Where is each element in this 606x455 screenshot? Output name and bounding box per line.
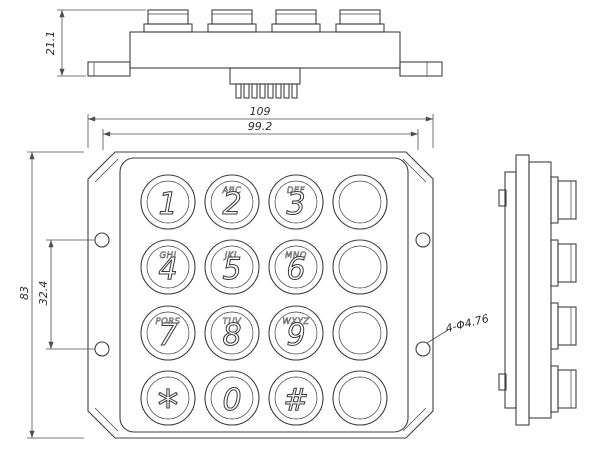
- side-bracket: [504, 171, 517, 409]
- svg-text:PQRS: PQRS: [155, 317, 180, 327]
- key-5: JKL 5: [204, 239, 260, 295]
- mounting-hole: [415, 232, 431, 248]
- key-3: DEF 3: [268, 174, 324, 230]
- svg-text:5: 5: [222, 252, 241, 287]
- top-view-body: [129, 31, 401, 69]
- side-view: [498, 154, 577, 426]
- outer-plate: [87, 151, 434, 439]
- key-blank: [332, 239, 388, 295]
- svg-text:6: 6: [286, 252, 305, 287]
- side-bracket-tab: [498, 189, 507, 207]
- key-hash: #: [268, 370, 324, 426]
- side-view-button: [550, 302, 577, 350]
- side-view-button: [550, 365, 577, 413]
- chamfer-line: [402, 407, 427, 432]
- top-view-button: [143, 9, 193, 33]
- dimension-hole-spacing: 32.4: [37, 239, 95, 350]
- connector-pin: [267, 83, 274, 99]
- svg-text:8: 8: [222, 318, 241, 353]
- svg-text:MNO: MNO: [285, 251, 307, 261]
- key-7: PQRS 7: [140, 305, 196, 361]
- dim-label-overall-width: 109: [250, 105, 271, 118]
- connector-pin: [283, 83, 290, 99]
- svg-text:DEF: DEF: [287, 186, 305, 196]
- mounting-hole: [94, 341, 110, 357]
- dim-label-inner-width: 99.2: [248, 120, 273, 133]
- top-view-button: [271, 9, 321, 33]
- dimension-overall-height: 83: [18, 151, 84, 439]
- connector: [229, 67, 301, 99]
- connector-pin: [251, 83, 258, 99]
- key-blank: [332, 305, 388, 361]
- svg-text:3: 3: [286, 187, 305, 222]
- svg-text:4: 4: [158, 252, 177, 287]
- front-view: 1 ABC 2 DEF 3 GHI 4 JKL 5 MNO 6: [87, 151, 434, 439]
- key-8: TUV 8: [204, 305, 260, 361]
- mounting-ear-right: [399, 61, 443, 77]
- side-plate: [515, 154, 530, 426]
- key-6: MNO 6: [268, 239, 324, 295]
- mounting-ear-left: [87, 61, 131, 77]
- svg-text:WXYZ: WXYZ: [282, 317, 309, 327]
- svg-text:#: #: [283, 383, 308, 418]
- top-view-button: [335, 9, 385, 33]
- top-view-button: [207, 9, 257, 33]
- svg-text:2: 2: [222, 187, 241, 222]
- svg-text:GHI: GHI: [160, 251, 177, 261]
- connector-pin: [235, 83, 242, 99]
- top-view: [87, 9, 443, 99]
- key-2: ABC 2: [204, 174, 260, 230]
- svg-text:ABC: ABC: [221, 186, 241, 196]
- svg-text:9: 9: [286, 318, 305, 353]
- side-bracket-tab: [498, 373, 507, 391]
- key-star: *: [140, 370, 196, 431]
- chamfer-line: [94, 407, 119, 432]
- mounting-hole: [415, 341, 431, 357]
- mounting-hole: [94, 232, 110, 248]
- dim-label-side-height: 21.1: [44, 31, 57, 56]
- side-view-button: [550, 239, 577, 287]
- dimension-side-height: 21.1: [44, 9, 146, 77]
- key-4: GHI 4: [140, 239, 196, 295]
- connector-pin: [291, 83, 298, 99]
- chamfer-line: [402, 158, 427, 183]
- dim-label-holes-note: 4-Φ4.76: [444, 312, 490, 335]
- chamfer-line: [94, 158, 119, 183]
- connector-pin: [275, 83, 282, 99]
- dimension-inner-width: 99.2: [102, 120, 419, 150]
- dim-label-hole-spacing: 32.4: [37, 281, 50, 306]
- svg-text:JKL: JKL: [223, 251, 239, 261]
- hole-callout: 4-Φ4.76: [426, 312, 490, 344]
- keypad-bezel: [119, 157, 409, 433]
- key-9: WXYZ 9: [268, 305, 324, 361]
- svg-text:1: 1: [158, 187, 177, 222]
- key-0: 0: [204, 370, 260, 426]
- key-blank: [332, 174, 388, 230]
- key-1: 1: [140, 174, 196, 230]
- side-body: [528, 161, 552, 419]
- connector-pin: [243, 83, 250, 99]
- connector-pin: [259, 83, 266, 99]
- key-blank: [332, 370, 388, 426]
- dimension-overall-width: 109: [87, 105, 434, 148]
- svg-text:7: 7: [158, 318, 177, 353]
- svg-text:*: *: [158, 381, 179, 430]
- svg-text:TUV: TUV: [223, 317, 242, 327]
- side-view-button: [550, 176, 577, 224]
- svg-text:0: 0: [222, 383, 241, 418]
- dim-label-overall-height: 83: [18, 286, 31, 300]
